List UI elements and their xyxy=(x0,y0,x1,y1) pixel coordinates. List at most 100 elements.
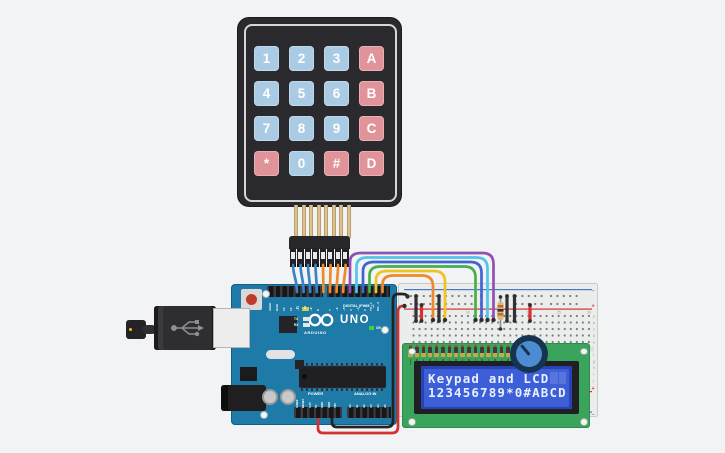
rail-hole[interactable] xyxy=(464,302,467,306)
rail-hole[interactable] xyxy=(575,294,578,298)
grid-hole[interactable] xyxy=(448,327,451,331)
grid-hole[interactable] xyxy=(412,327,415,331)
rail-hole[interactable] xyxy=(549,302,553,306)
grid-hole[interactable] xyxy=(557,314,560,318)
grid-hole[interactable] xyxy=(527,327,530,331)
keypad-key-#[interactable]: # xyxy=(324,151,349,176)
rail-hole[interactable] xyxy=(569,294,572,298)
grid-hole[interactable] xyxy=(491,321,494,324)
grid-hole[interactable] xyxy=(460,340,463,344)
lcd-pin[interactable] xyxy=(415,347,419,354)
grid-hole[interactable] xyxy=(533,321,536,324)
rail-hole[interactable] xyxy=(556,294,559,298)
rail-hole[interactable] xyxy=(486,294,489,298)
grid-hole[interactable] xyxy=(569,321,572,324)
grid-hole[interactable] xyxy=(412,321,415,324)
grid-hole[interactable] xyxy=(412,314,415,318)
keypad-key-6[interactable]: 6 xyxy=(324,81,349,106)
lcd-pin[interactable] xyxy=(499,347,504,354)
grid-hole[interactable] xyxy=(436,340,439,344)
potentiometer[interactable] xyxy=(510,335,548,373)
grid-hole[interactable] xyxy=(472,314,476,318)
grid-hole[interactable] xyxy=(460,321,463,324)
grid-hole[interactable] xyxy=(545,340,548,344)
rail-hole[interactable] xyxy=(575,302,578,306)
grid-hole[interactable] xyxy=(424,327,427,331)
grid-hole[interactable] xyxy=(581,314,584,318)
grid-hole[interactable] xyxy=(539,334,542,337)
lcd-pin[interactable] xyxy=(454,347,458,354)
rail-hole[interactable] xyxy=(479,302,483,306)
grid-hole[interactable] xyxy=(587,340,591,344)
rail-hole[interactable] xyxy=(422,294,425,298)
grid-hole[interactable] xyxy=(454,334,457,337)
lcd-pin[interactable] xyxy=(506,347,510,354)
grid-hole[interactable] xyxy=(575,327,578,331)
lcd-pin[interactable] xyxy=(493,347,497,354)
grid-hole[interactable] xyxy=(460,314,463,318)
rail-hole[interactable] xyxy=(549,294,553,298)
grid-hole[interactable] xyxy=(539,314,542,318)
rail-hole[interactable] xyxy=(540,294,543,298)
grid-hole[interactable] xyxy=(448,314,451,318)
grid-hole[interactable] xyxy=(557,321,560,324)
grid-hole[interactable] xyxy=(569,334,572,337)
lcd-pin[interactable] xyxy=(460,347,465,354)
grid-hole[interactable] xyxy=(412,334,415,337)
grid-hole[interactable] xyxy=(491,334,494,337)
rail-hole[interactable] xyxy=(562,302,565,306)
grid-hole[interactable] xyxy=(545,321,548,324)
grid-hole[interactable] xyxy=(551,327,554,331)
grid-hole[interactable] xyxy=(557,334,560,337)
grid-hole[interactable] xyxy=(503,327,506,331)
keypad-key-4[interactable]: 4 xyxy=(254,81,279,106)
grid-hole[interactable] xyxy=(472,340,476,344)
grid-hole[interactable] xyxy=(581,340,584,344)
keypad-key-8[interactable]: 8 xyxy=(289,116,314,141)
grid-hole[interactable] xyxy=(478,334,482,337)
grid-hole[interactable] xyxy=(485,334,488,337)
grid-hole[interactable] xyxy=(418,327,421,331)
grid-hole[interactable] xyxy=(557,340,560,344)
grid-hole[interactable] xyxy=(448,334,451,337)
grid-hole[interactable] xyxy=(442,314,445,318)
lcd-pin[interactable] xyxy=(467,347,471,354)
rail-hole[interactable] xyxy=(479,294,483,298)
grid-hole[interactable] xyxy=(515,327,518,331)
grid-hole[interactable] xyxy=(551,334,554,337)
grid-hole[interactable] xyxy=(575,321,578,324)
grid-hole[interactable] xyxy=(545,314,548,318)
grid-hole[interactable] xyxy=(430,314,433,318)
grid-hole[interactable] xyxy=(472,327,476,331)
grid-hole[interactable] xyxy=(454,314,457,318)
grid-hole[interactable] xyxy=(454,327,457,331)
grid-hole[interactable] xyxy=(569,340,572,344)
grid-hole[interactable] xyxy=(478,327,482,331)
grid-hole[interactable] xyxy=(521,314,524,318)
grid-hole[interactable] xyxy=(551,321,554,324)
grid-hole[interactable] xyxy=(466,334,470,337)
rail-hole[interactable] xyxy=(451,294,454,298)
grid-hole[interactable] xyxy=(412,340,415,344)
grid-hole[interactable] xyxy=(581,327,584,331)
grid-hole[interactable] xyxy=(587,321,591,324)
rail-hole[interactable] xyxy=(527,294,530,298)
grid-hole[interactable] xyxy=(466,327,470,331)
grid-hole[interactable] xyxy=(478,321,482,324)
grid-hole[interactable] xyxy=(491,314,494,318)
grid-hole[interactable] xyxy=(587,314,591,318)
grid-hole[interactable] xyxy=(533,327,536,331)
grid-hole[interactable] xyxy=(569,314,572,318)
grid-hole[interactable] xyxy=(430,321,433,324)
grid-hole[interactable] xyxy=(485,327,488,331)
rail-hole[interactable] xyxy=(470,302,473,306)
grid-hole[interactable] xyxy=(478,314,482,318)
grid-hole[interactable] xyxy=(575,334,578,337)
grid-hole[interactable] xyxy=(485,321,488,324)
grid-hole[interactable] xyxy=(521,327,524,331)
grid-hole[interactable] xyxy=(460,334,463,337)
grid-hole[interactable] xyxy=(436,334,439,337)
rail-hole[interactable] xyxy=(486,302,489,306)
keypad-key-*[interactable]: * xyxy=(254,151,279,176)
rail-hole[interactable] xyxy=(457,294,460,298)
